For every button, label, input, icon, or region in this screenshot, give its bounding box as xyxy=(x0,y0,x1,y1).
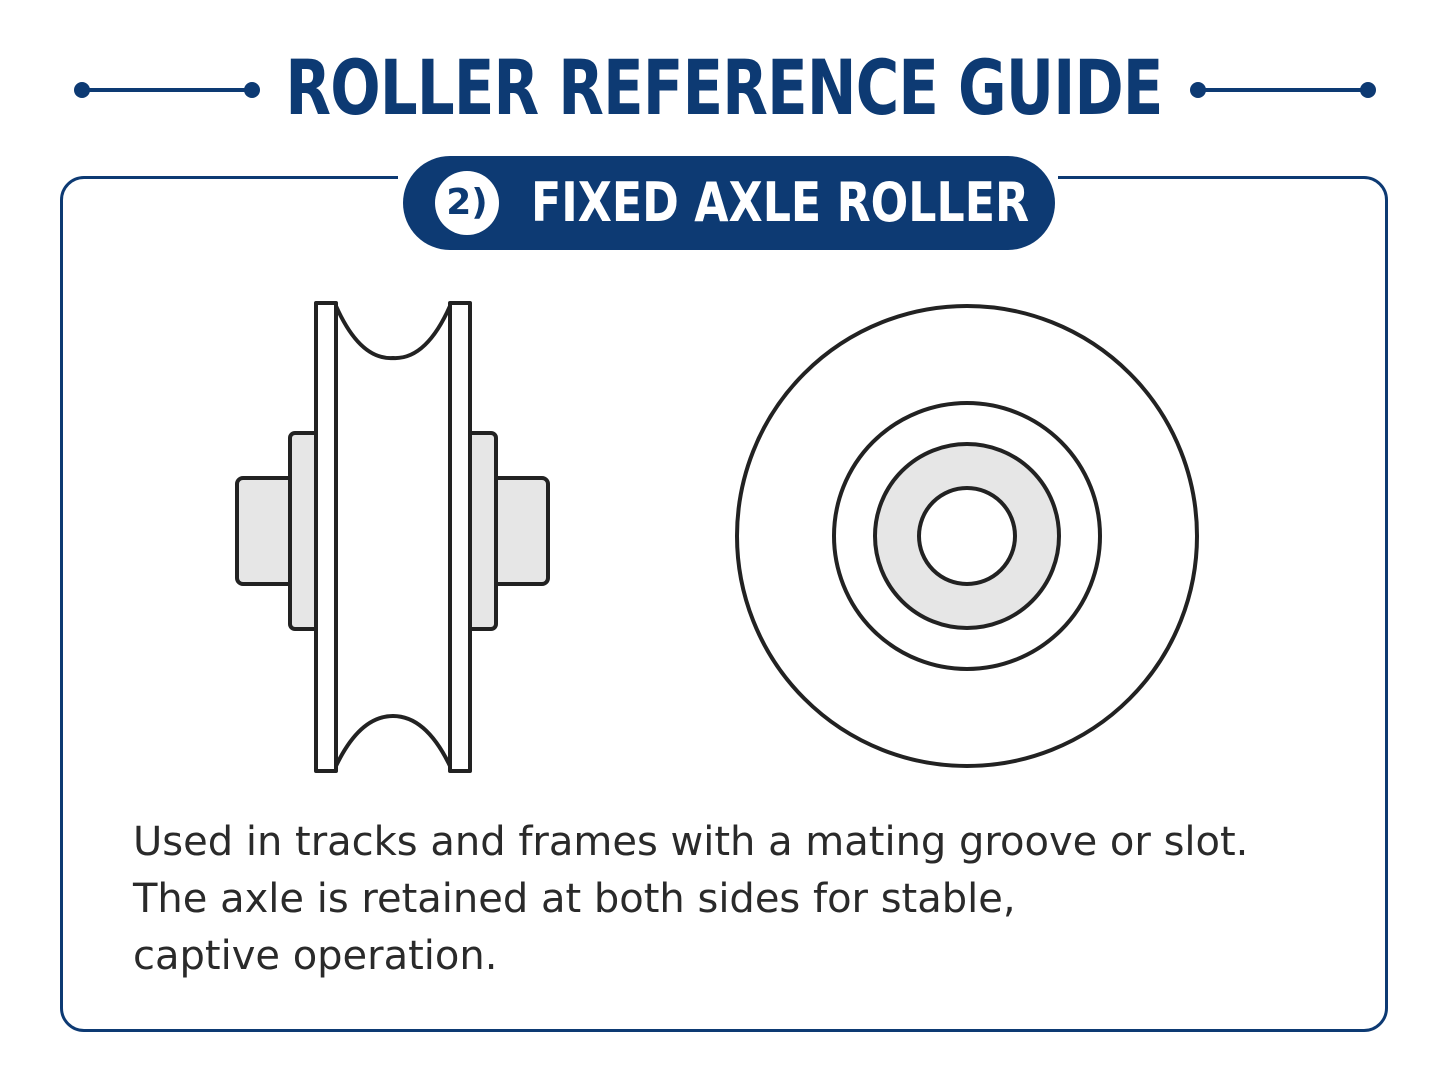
side-view xyxy=(235,301,550,773)
title-right-dot-outer xyxy=(1360,82,1376,98)
front-view xyxy=(735,304,1199,768)
title-left-dot-inner xyxy=(244,82,260,98)
description-line: The axle is retained at both sides for s… xyxy=(133,876,1016,922)
title-left-dot-outer xyxy=(74,82,90,98)
axle-bore xyxy=(917,486,1017,586)
axle-right-end xyxy=(488,476,550,586)
section-banner: 2) FIXED AXLE ROLLER xyxy=(403,156,1055,250)
roller-diagram xyxy=(235,301,1199,773)
description-line: Used in tracks and frames with a mating … xyxy=(133,819,1249,865)
axle-left-end xyxy=(235,476,297,586)
description-line: captive operation. xyxy=(133,933,498,979)
wheel-flange-left xyxy=(314,301,338,773)
title-decoration xyxy=(74,82,1376,98)
wheel-flange-right xyxy=(448,301,472,773)
page-header: ROLLER REFERENCE GUIDE xyxy=(0,30,1448,150)
page-title: ROLLER REFERENCE GUIDE xyxy=(285,43,1163,132)
section-number-badge: 2) xyxy=(435,171,499,235)
roller-description: Used in tracks and frames with a mating … xyxy=(133,814,1313,985)
grooved-wheel-body xyxy=(334,304,452,768)
section-title: FIXED AXLE ROLLER xyxy=(531,171,1030,234)
title-right-dot-inner xyxy=(1190,82,1206,98)
